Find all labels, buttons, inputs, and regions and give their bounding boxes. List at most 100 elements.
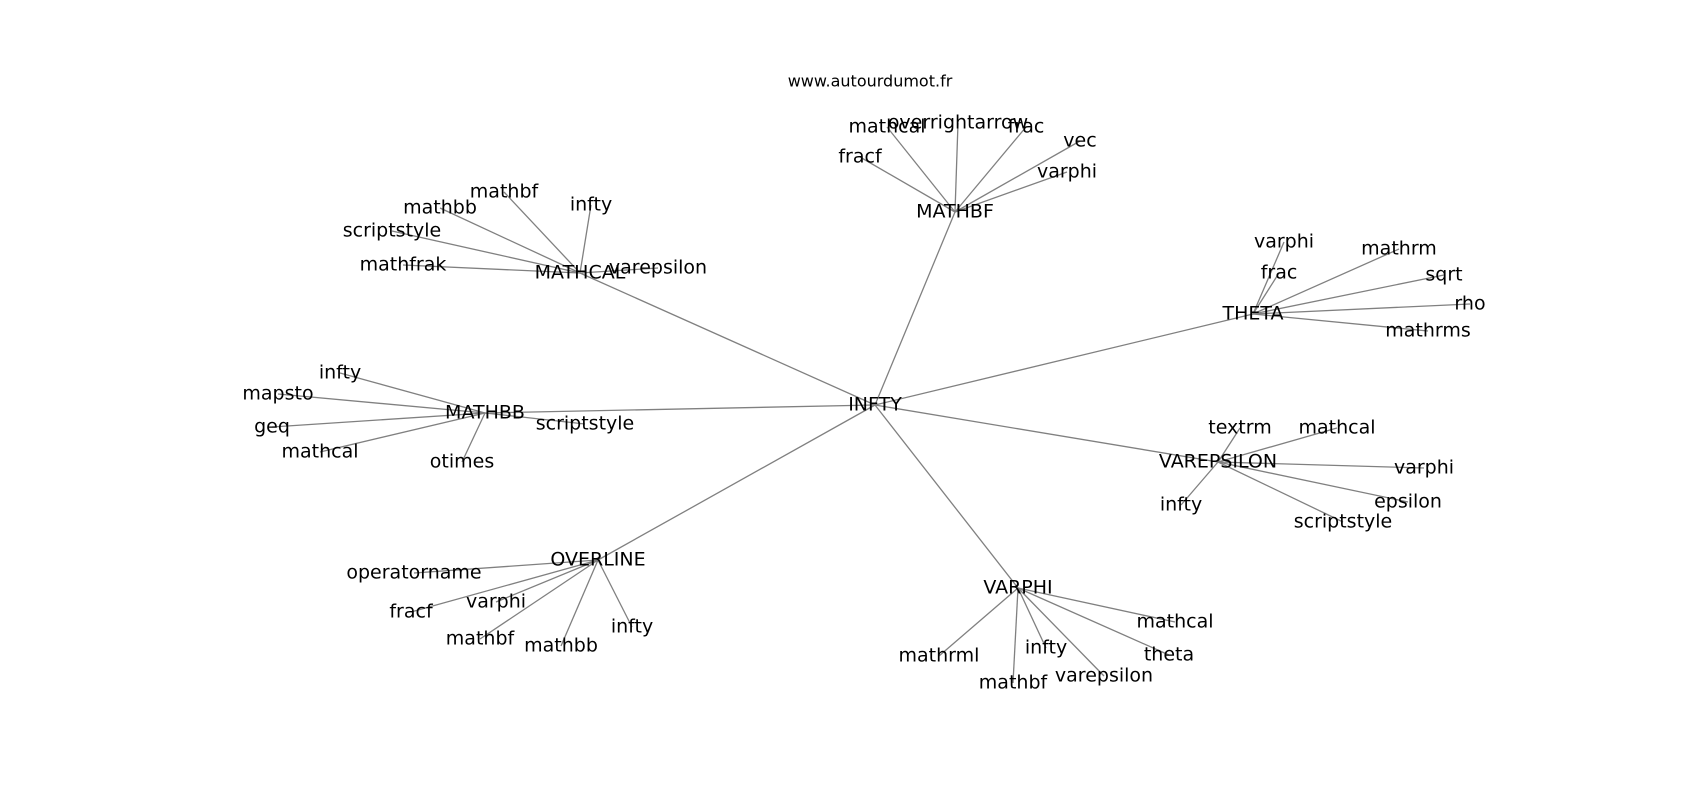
edge-mathbb-hub-mapsto — [277, 393, 486, 414]
edge-mathbf-hub-varphi — [954, 171, 1068, 213]
edge-center-mathbb-hub — [484, 404, 876, 414]
leaf-label-operatorname: operatorname — [346, 562, 481, 584]
graph-edges — [271, 122, 1471, 684]
edge-overline-hub-fracf — [410, 559, 599, 613]
leaf-label-mapsto: mapsto — [242, 383, 313, 405]
edge-varphi-hub-mathbf — [1012, 587, 1019, 684]
theta-hub-label: THETA — [1221, 303, 1283, 325]
leaf-label-frac: frac — [1008, 116, 1045, 138]
edge-varepsilon-hub-varphi — [1217, 461, 1425, 469]
leaf-label-infty: infty — [611, 616, 653, 638]
leaf-label-varphi: varphi — [1394, 457, 1454, 479]
edge-mathcal-hub-infty — [579, 204, 592, 274]
edge-theta-hub-varphi — [1252, 241, 1285, 315]
edge-overline-hub-operatorname — [413, 559, 599, 574]
edge-mathbf-hub-fracf — [859, 156, 956, 213]
leaf-label-rho: rho — [1454, 293, 1485, 315]
edge-center-varepsilon-hub — [874, 404, 1219, 463]
leaf-label-mathcal: mathcal — [1298, 417, 1375, 439]
edge-overline-hub-infty — [597, 559, 633, 628]
leaf-label-mathcal: mathcal — [848, 116, 925, 138]
edge-theta-hub-rho — [1252, 303, 1471, 315]
leaf-label-mathbf: mathbf — [979, 672, 1049, 694]
edge-mathbf-hub-frac — [954, 126, 1027, 213]
edge-theta-hub-mathrms — [1252, 313, 1429, 332]
edge-varphi-hub-infty — [1017, 587, 1047, 649]
edge-varphi-hub-mathrml — [938, 587, 1019, 657]
leaf-label-scriptstyle: scriptstyle — [343, 220, 442, 242]
edge-mathbb-hub-geq — [271, 412, 486, 428]
edge-center-overline-hub — [597, 404, 876, 561]
leaf-label-frac: frac — [1261, 262, 1298, 284]
leaf-label-mathrml: mathrml — [899, 645, 980, 667]
edge-mathcal-hub-scriptstyle — [391, 230, 581, 274]
varphi-hub-label: VARPHI — [983, 577, 1052, 599]
leaf-label-mathbb: mathbb — [524, 635, 598, 657]
source-site-label: www.autourdumot.fr — [788, 72, 953, 91]
leaf-label-mathbb: mathbb — [403, 197, 477, 219]
leaf-label-scriptstyle: scriptstyle — [536, 413, 635, 435]
graph-labels: www.autourdumot.fr INFTYMATHBFmathcalove… — [242, 72, 1485, 694]
edge-mathbb-hub-mathcal — [319, 412, 486, 453]
leaf-label-infty: infty — [1160, 494, 1202, 516]
overline-hub-label: OVERLINE — [550, 549, 645, 571]
edge-overline-hub-varphi — [495, 559, 599, 603]
edge-center-theta-hub — [874, 313, 1254, 406]
leaf-label-theta: theta — [1144, 644, 1194, 666]
leaf-label-mathbf: mathbf — [446, 628, 516, 650]
edge-overline-hub-mathbf — [479, 559, 599, 640]
leaf-label-varphi: varphi — [1254, 231, 1314, 253]
edge-mathbf-hub-mathcal — [886, 126, 956, 213]
leaf-label-overrightarrow: overrightarrow — [888, 112, 1028, 134]
center-node-label: INFTY — [848, 394, 902, 416]
edge-varepsilon-hub-scriptstyle — [1217, 461, 1344, 523]
varepsilon-hub-label: VAREPSILON — [1159, 451, 1277, 473]
leaf-label-fracf: fracf — [389, 601, 434, 623]
leaf-label-mathrm: mathrm — [1361, 238, 1437, 260]
edge-mathbf-hub-vec — [954, 140, 1081, 213]
edge-mathcal-hub-varepsilon — [579, 267, 659, 274]
leaf-label-varepsilon: varepsilon — [609, 257, 707, 279]
edge-center-mathbf-hub — [874, 211, 956, 406]
leaf-label-vec: vec — [1063, 130, 1096, 152]
edge-varphi-hub-mathcal — [1017, 587, 1176, 623]
leaf-label-textrm: textrm — [1208, 417, 1272, 439]
edge-overline-hub-mathbb — [560, 559, 599, 647]
mathbb-hub-label: MATHBB — [445, 402, 525, 424]
leaf-label-mathbf: mathbf — [470, 181, 540, 203]
leaf-label-geq: geq — [254, 416, 290, 438]
leaf-label-infty: infty — [570, 194, 612, 216]
leaf-label-infty: infty — [319, 362, 361, 384]
leaf-label-fracf: fracf — [838, 146, 883, 168]
edge-mathbb-hub-infty — [339, 372, 486, 414]
leaf-label-epsilon: epsilon — [1374, 491, 1442, 513]
edge-varepsilon-hub-infty — [1180, 461, 1219, 506]
leaf-label-varepsilon: varepsilon — [1055, 665, 1153, 687]
leaf-label-varphi: varphi — [1037, 161, 1097, 183]
edge-varphi-hub-varepsilon — [1017, 587, 1105, 677]
leaf-label-scriptstyle: scriptstyle — [1294, 511, 1393, 533]
leaf-label-mathfrak: mathfrak — [360, 254, 447, 276]
leaf-label-infty: infty — [1025, 637, 1067, 659]
leaf-label-mathcal: mathcal — [281, 441, 358, 463]
edge-mathbb-hub-scriptstyle — [484, 412, 586, 425]
leaf-label-sqrt: sqrt — [1425, 264, 1462, 286]
mathbf-hub-label: MATHBF — [916, 201, 994, 223]
leaf-label-varphi: varphi — [466, 591, 526, 613]
edge-theta-hub-frac — [1252, 272, 1280, 315]
edge-mathcal-hub-mathfrak — [402, 264, 581, 274]
edge-varepsilon-hub-epsilon — [1217, 461, 1409, 503]
edge-theta-hub-sqrt — [1252, 274, 1445, 315]
edge-varepsilon-hub-textrm — [1217, 427, 1241, 463]
edge-mathcal-hub-mathbb — [439, 207, 581, 274]
leaf-label-mathcal: mathcal — [1136, 611, 1213, 633]
edge-varepsilon-hub-mathcal — [1217, 427, 1338, 463]
leaf-label-otimes: otimes — [430, 451, 494, 473]
leaf-label-mathrms: mathrms — [1385, 320, 1471, 342]
edge-center-varphi-hub — [874, 404, 1019, 589]
edge-center-mathcal-hub — [579, 272, 876, 406]
edge-varphi-hub-theta — [1017, 587, 1170, 656]
edge-theta-hub-mathrm — [1252, 248, 1400, 315]
edge-mathbf-hub-overrightarrow — [954, 122, 959, 213]
